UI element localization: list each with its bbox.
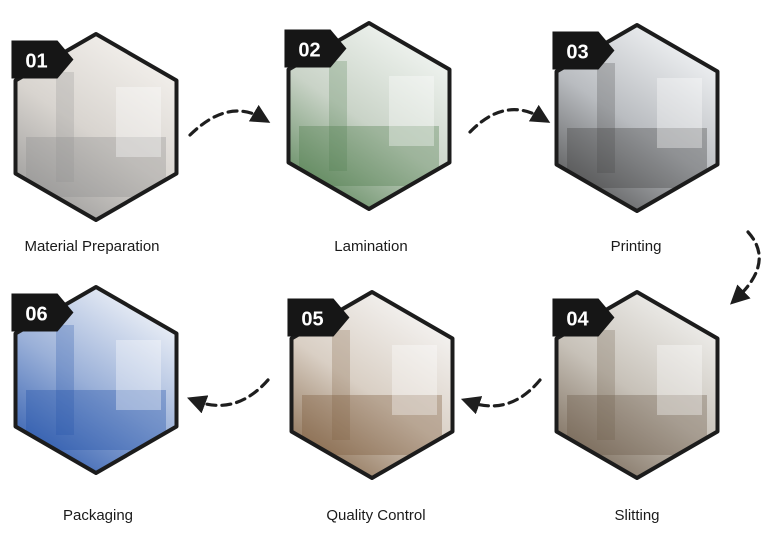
arrow-03-to-04 [730,230,761,305]
step-label-05: Quality Control [326,507,426,524]
step-06: 06 [11,285,179,475]
step-number-badge [11,293,74,332]
hexagon-border-05 [289,290,455,480]
hexagon-border-04 [554,290,720,480]
arrow-02-to-03 [468,104,551,134]
step-05: 05 [287,290,455,480]
hexagon-border-01 [13,32,179,222]
quality-control-photo-detail [302,330,442,455]
packaging-photo-detail [26,325,166,450]
step-label-04: Slitting [614,507,660,524]
arrow-05-to-06 [187,378,270,414]
step-number-badge [11,40,74,79]
step-number-badge [552,31,615,70]
step-number-badge [284,29,347,68]
slitting-photo-detail [567,330,707,455]
material-preparation-photo-detail [26,72,166,197]
step-label-06: Packaging [62,507,134,524]
printing-photo [556,25,718,211]
hexagon-border-02 [286,21,452,211]
step-number: 03 [566,42,588,64]
lamination-photo [288,23,450,209]
quality-control-photo [291,292,453,478]
step-label-01: Material Preparation [24,238,160,255]
step-number: 02 [298,40,320,62]
step-number-badge [287,298,350,337]
lamination-photo-detail [299,61,439,186]
hexagon-border-06 [13,285,179,475]
step-03: 03 [552,23,720,213]
slitting-photo [556,292,718,478]
step-02: 02 [284,21,452,211]
step-04: 04 [552,290,720,480]
step-01: 01 [11,32,179,222]
step-label-02: Lamination [334,238,408,255]
step-number-badge [552,298,615,337]
step-number: 06 [25,304,47,326]
packaging-photo [15,287,177,473]
step-label-03: Printing [610,238,662,255]
step-number: 04 [566,309,589,331]
arrow-01-to-02 [188,104,271,137]
printing-photo-detail [567,63,707,188]
step-number: 01 [25,51,47,73]
material-preparation-photo [15,34,177,220]
step-number: 05 [301,309,323,331]
hexagon-border-03 [554,23,720,213]
arrow-04-to-05 [460,378,542,415]
